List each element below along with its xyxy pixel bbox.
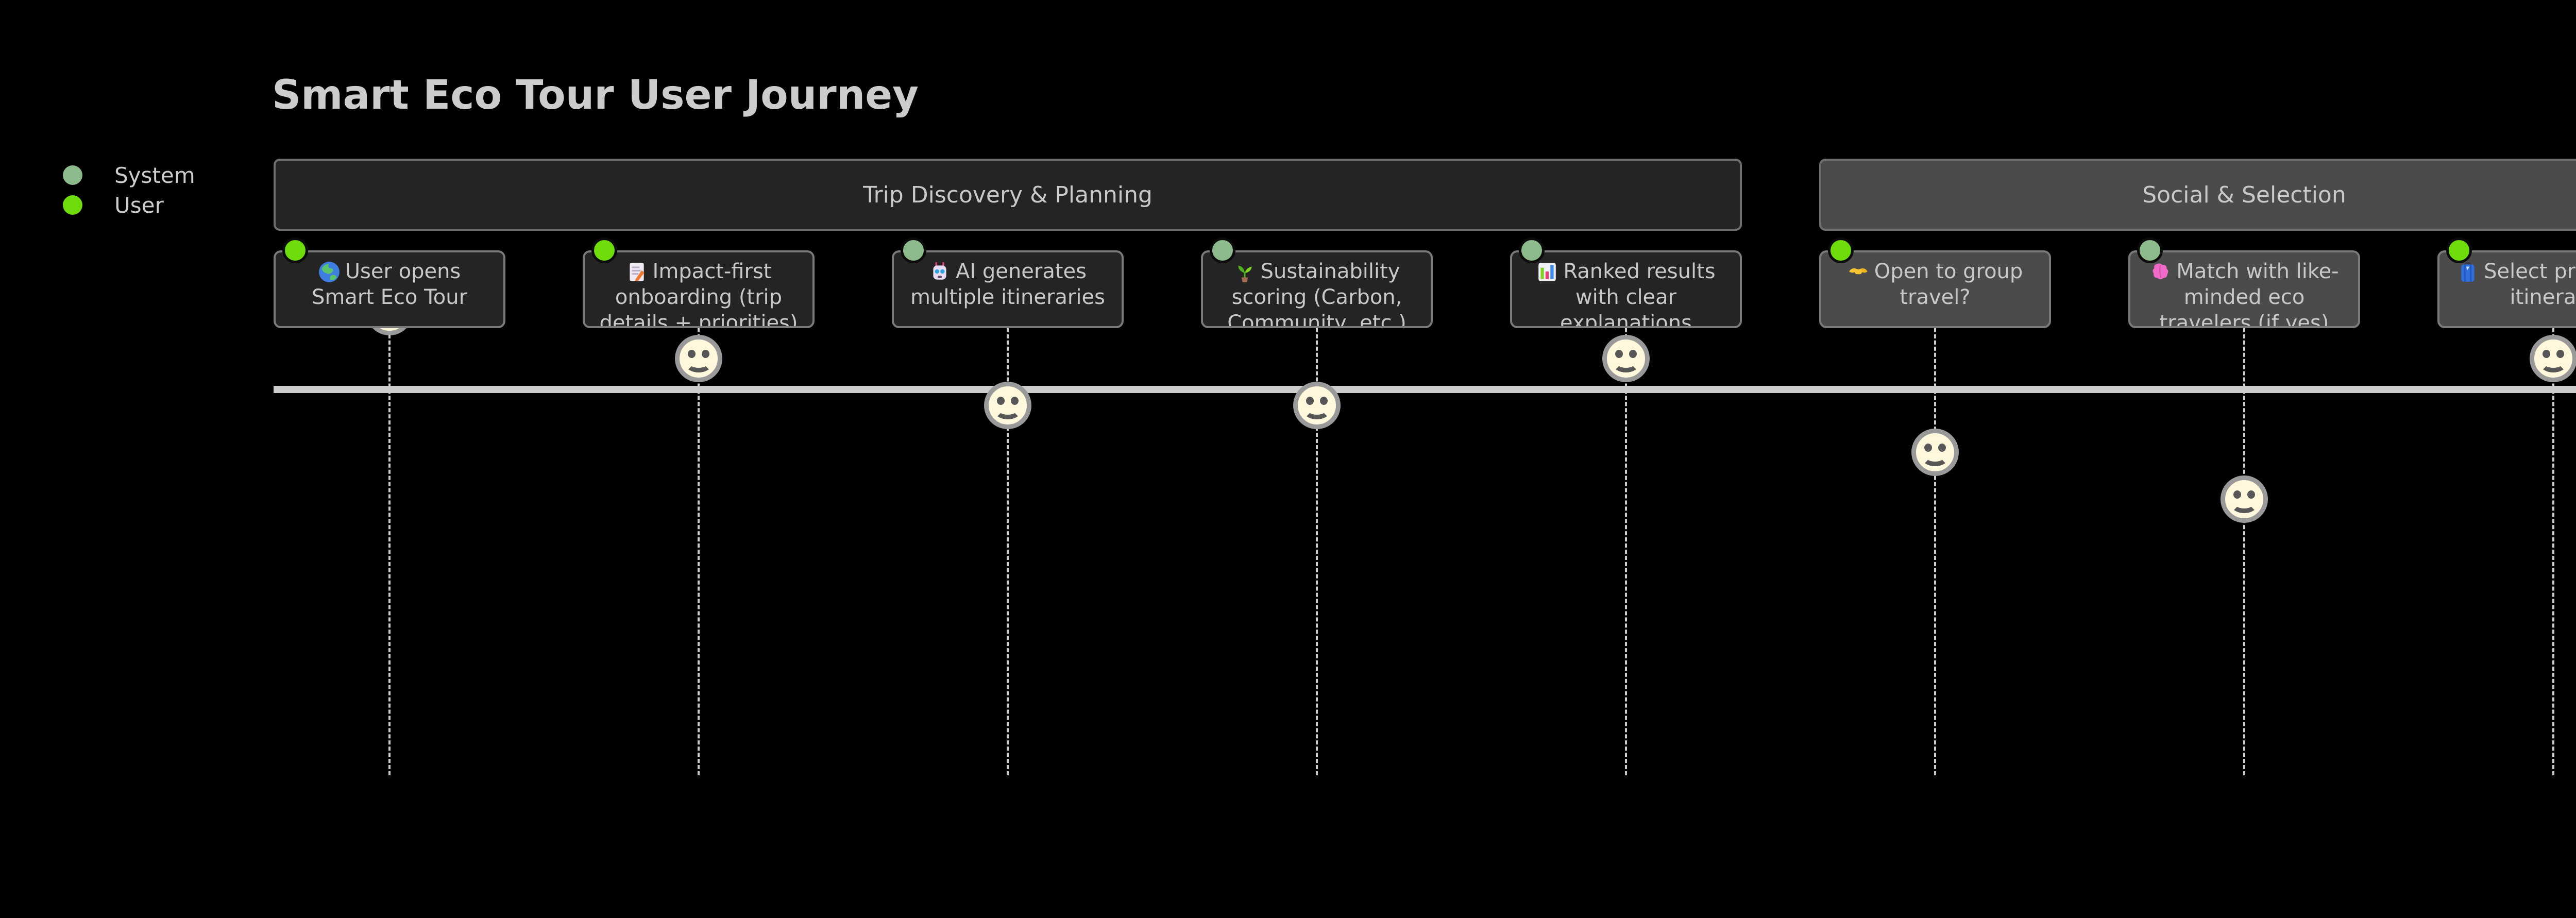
luggage-icon (2457, 261, 2479, 283)
task-label-text: AI generates (956, 260, 1087, 283)
actor-dot (2137, 237, 2163, 263)
task-label-line: minded eco (2130, 284, 2358, 310)
face-mouth (2231, 496, 2258, 513)
task-box: Match with like-minded eco travelers (if … (2128, 250, 2360, 328)
task-label-line: Community, etc.) (1203, 310, 1431, 328)
earth-icon (318, 261, 340, 283)
task-label-text: onboarding (trip (615, 285, 783, 309)
timeline-arrow (274, 386, 2576, 393)
smiley-face (2530, 335, 2576, 382)
task-label-line: details + priorities) (585, 310, 812, 328)
task-label-text: Sustainability (1260, 260, 1400, 283)
memo-icon (626, 261, 648, 283)
section-bar-trip-discovery: Trip Discovery & Planning (274, 159, 1742, 231)
task-label-line: with clear (1512, 284, 1740, 310)
task-label-text: User opens (345, 260, 461, 283)
face-mouth (1303, 402, 1330, 419)
task-label-line: travelers (if yes) (2130, 310, 2358, 328)
brain-icon (2149, 261, 2171, 283)
task-label-text: scoring (Carbon, (1231, 285, 1402, 309)
legend-label: System (114, 162, 195, 188)
smiley-face (1602, 335, 1650, 382)
task-label-text: travel? (1900, 285, 1971, 309)
task-label-text: travelers (if yes) (2159, 311, 2329, 328)
task-label-line: Ranked results (1512, 259, 1740, 284)
actor-dot (1828, 237, 1854, 263)
actor-dot (282, 237, 308, 263)
smiley-face (1293, 382, 1341, 429)
legend: System User (63, 162, 195, 224)
section-bar-social-selection: Social & Selection (1819, 159, 2576, 231)
task-label-line: Sustainability (1203, 259, 1431, 284)
dashed-guide-line (2552, 328, 2554, 775)
task-label-text: Community, etc.) (1227, 311, 1406, 328)
dashed-guide-line (1625, 328, 1627, 775)
task-label-text: explanations (1560, 311, 1692, 328)
task-label-line: multiple itineraries (894, 284, 1122, 310)
smiley-face (1911, 429, 1959, 476)
legend-item-system: System (63, 162, 195, 188)
face-mouth (685, 355, 712, 372)
user-actor-dot-icon (63, 195, 82, 215)
dashed-guide-line (2243, 328, 2245, 775)
bar-chart-icon (1536, 261, 1558, 283)
face-mouth (1922, 449, 1948, 466)
task-label-line: User opens (276, 259, 503, 284)
face-mouth (2540, 355, 2567, 372)
task-label-text: Smart Eco Tour (311, 285, 468, 309)
task-label-text: details + priorities) (599, 311, 798, 328)
task-label-line: Match with like- (2130, 259, 2358, 284)
face-mouth (1613, 355, 1639, 372)
task-label-line: travel? (1821, 284, 2049, 310)
task-label-line: Select preferred (2439, 259, 2576, 284)
actor-dot (1519, 237, 1545, 263)
task-label-text: itinerary (2510, 285, 2576, 309)
task-label-line: Smart Eco Tour (276, 284, 503, 310)
dashed-guide-line (698, 328, 700, 775)
task-label-text: Impact-first (652, 260, 772, 283)
task-label-line: Impact-first (585, 259, 812, 284)
task-label-line: Open to group (1821, 259, 2049, 284)
task-label-line: onboarding (trip (585, 284, 812, 310)
actor-dot (591, 237, 617, 263)
task-label-text: Open to group (1874, 260, 2023, 283)
task-label-text: Match with like- (2176, 260, 2339, 283)
handshake-icon (1848, 261, 1869, 283)
diagram-title: Smart Eco Tour User Journey (272, 72, 919, 118)
seedling-icon (1234, 261, 1256, 283)
legend-label: User (114, 192, 164, 218)
dashed-guide-line (388, 328, 391, 775)
task-box: Select preferreditinerary (2437, 250, 2576, 328)
system-actor-dot-icon (63, 165, 82, 185)
dashed-guide-line (1007, 328, 1009, 775)
smiley-face (984, 382, 1031, 429)
smiley-face (675, 335, 722, 382)
task-label-text: Select preferred (2484, 260, 2576, 283)
face-mouth (994, 402, 1021, 419)
dashed-guide-line (1316, 328, 1318, 775)
actor-dot (2446, 237, 2472, 263)
robot-icon (929, 261, 951, 283)
task-label-text: with clear (1575, 285, 1677, 309)
task-label-line: AI generates (894, 259, 1122, 284)
task-label-line: itinerary (2439, 284, 2576, 310)
dashed-guide-line (1934, 328, 1936, 775)
task-label-text: Ranked results (1563, 260, 1716, 283)
actor-dot (901, 237, 926, 263)
actor-dot (1210, 237, 1235, 263)
task-label-line: scoring (Carbon, (1203, 284, 1431, 310)
legend-item-user: User (63, 192, 195, 218)
task-label-text: multiple itineraries (910, 285, 1105, 309)
smiley-face (2221, 475, 2268, 523)
task-label-text: minded eco (2183, 285, 2305, 309)
task-label-line: explanations (1512, 310, 1740, 328)
